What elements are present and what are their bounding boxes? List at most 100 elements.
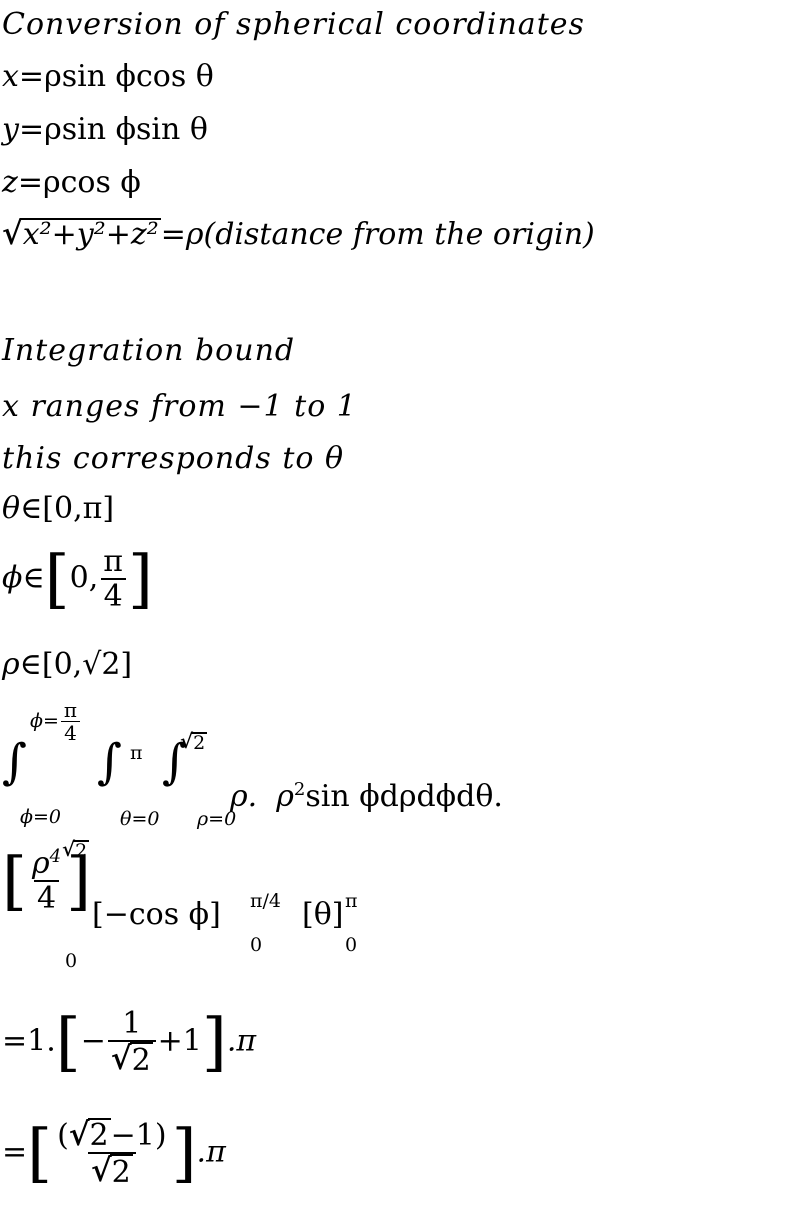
theta-upper-limit: π [130,742,143,764]
phi-term-upper: π/4 [250,890,281,912]
phi-upper-var: ϕ= [30,710,59,732]
eq-y-lhs: y [2,112,19,147]
integrand-rho: ρ. ρ [230,779,294,814]
radicand: 2 [109,1153,133,1190]
fraction-numerator: (√2−1) [54,1118,169,1152]
eq-y-rhs: ρsin ϕsin θ [44,112,208,147]
fraction-denominator: √2 [107,1039,156,1078]
integral-sign-icon: ∫ [162,734,188,790]
phi-term: [−cos ϕ] [92,897,221,932]
theta-term: [θ] [302,897,344,932]
paren-open: ( [57,1118,69,1153]
equation-z: z=ρcos ϕ [2,168,141,198]
result1-prefix: =1. [2,1023,56,1059]
integral-sign-icon: ∫ [2,734,28,790]
correspondence-text: this corresponds to θ [2,441,345,476]
theta-var: θ [2,491,21,526]
equation-x: x=ρsin ϕcos θ [2,62,214,92]
fraction-denominator: 4 [61,721,80,744]
bracket-open: [ [55,1005,81,1080]
section-title-integration-bound: Integration bound [2,333,296,368]
radical-icon: √ [2,215,23,252]
equation-rho-distance: √x²+y²+z²=ρ(distance from the origin) [2,218,595,250]
bracket-close: ] [128,542,153,617]
bracket-open: [ [44,542,70,617]
radicand: 2 [87,1118,111,1153]
result1-suffix: .π [226,1023,257,1059]
radical-icon: √ [68,1116,90,1153]
radical-icon: √ [110,1039,132,1077]
fraction-denominator: 4 [100,577,126,613]
rho-range: ρ∈[0,√2] [2,647,133,682]
theta-term-lower: 0 [345,934,358,956]
rho-upper-limit: √2 [180,729,208,754]
radical-icon: √ [90,1151,112,1189]
result1-fraction: 1√2 [107,1006,156,1078]
theta-lower-limit: θ=0 [120,808,160,830]
bracket-open: [ [27,1116,53,1191]
equals: = [160,217,186,252]
rho-lower: 0 [53,647,73,682]
integral-sign-icon: ∫ [97,734,123,790]
theta-range: θ∈[0,π] [2,491,115,526]
phi-var: ϕ [2,560,23,596]
sqrt-expression: √x²+y²+z² [2,218,161,250]
equation-y: y=ρsin ϕsin θ [2,115,208,145]
radicand: 2 [129,1041,153,1078]
equals: = [18,59,45,94]
integrand: ρ. ρ2sin ϕdρdϕdθ. [230,779,503,814]
eq-rho-rhs: ρ(distance from the origin) [185,217,595,252]
fraction-numerator: ρ4 [29,848,64,880]
rho-exponent: 4 [49,846,62,867]
radicand: 2 [191,732,208,754]
fraction-denominator: 4 [33,879,60,915]
equals: = [17,165,43,200]
eq-z-rhs: ρcos ϕ [42,165,141,200]
theta-term-upper: π [345,890,358,912]
eq-z-lhs: z [2,165,18,200]
result-step-2: =[(√2−1)√2].π [2,1118,226,1189]
phi-lower: 0 [69,560,89,596]
integrand-rest: sin ϕdρdϕdθ. [305,779,503,814]
rho-var: ρ [2,647,20,682]
radicand: 2 [73,840,90,862]
section-title-conversion: Conversion of spherical coordinates [2,7,585,42]
theta-lower: 0 [53,491,74,526]
rho-term-lower: 0 [65,950,78,972]
plus-one: +1 [157,1023,202,1059]
phi-lower-limit: ϕ=0 [20,806,61,828]
minus-sign: − [80,1023,106,1059]
result2-suffix: .π [196,1134,226,1170]
result2-fraction: (√2−1)√2 [54,1118,169,1189]
rho-symbol: ρ [31,846,50,881]
numerator-rest: −1) [110,1118,167,1153]
eq-x-rhs: ρsin ϕcos θ [44,59,214,94]
bracket-close: ] [66,844,92,919]
bracket-close: ] [201,1005,227,1080]
radical-icon: √ [180,729,194,753]
fraction-numerator: π [103,544,123,579]
fraction-numerator: 1 [122,1006,142,1041]
rho-upper: √2 [82,647,121,682]
bracket-open: [ [2,844,27,919]
radical-icon: √ [62,837,76,861]
rho-lower-limit: ρ=0 [197,808,237,830]
phi-term-lower: 0 [250,934,263,956]
fraction-denominator: √2 [87,1151,136,1190]
radicand: x²+y²+z² [20,217,161,252]
result2-prefix: = [2,1134,28,1170]
integrand-exponent: 2 [293,779,306,800]
equals: = [18,112,45,147]
eq-x-lhs: x [2,59,19,94]
bracket-close: ] [171,1116,197,1191]
theta-upper: π [82,491,103,526]
rho-term-upper: √2 [62,837,90,862]
